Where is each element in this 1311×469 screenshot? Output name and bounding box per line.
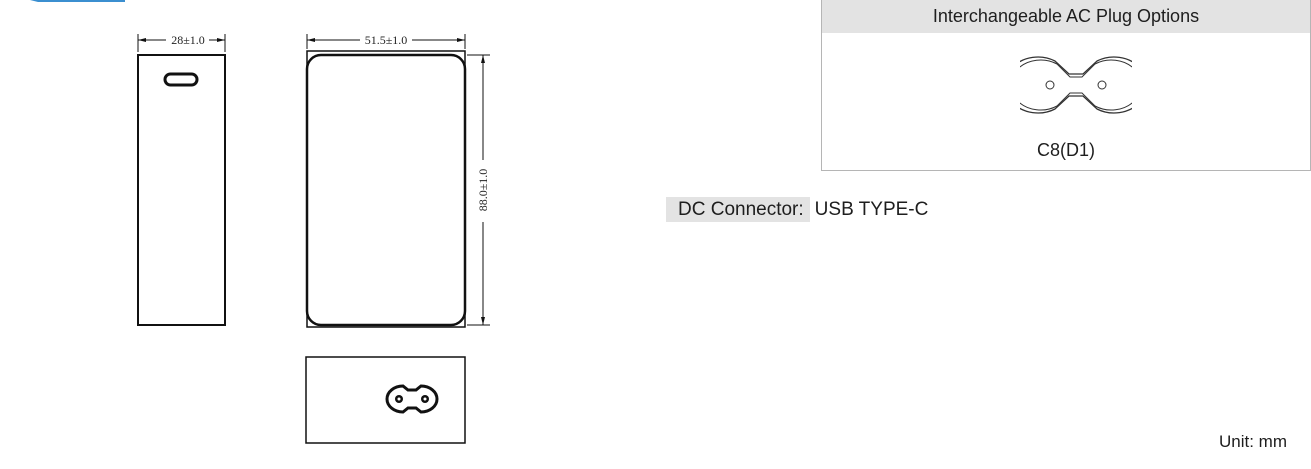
header-accent bbox=[30, 0, 125, 2]
front-width-dimension: 51.5±1.0 bbox=[365, 33, 408, 47]
front-view: 51.5±1.0 88.0±1.0 bbox=[305, 33, 490, 328]
plug-name-label: C8(D1) bbox=[1036, 140, 1095, 160]
dc-connector-value: USB TYPE-C bbox=[814, 198, 929, 220]
bottom-view bbox=[305, 356, 466, 444]
c8-inlet-icon bbox=[385, 384, 439, 414]
c8-plug-icon bbox=[1020, 56, 1132, 114]
dc-connector-label: DC Connector: bbox=[666, 197, 810, 222]
dc-connector-row: DC Connector: USB TYPE-C bbox=[666, 197, 928, 222]
side-view: 28±1.0 bbox=[137, 33, 226, 326]
unit-label: Unit: mm bbox=[1219, 432, 1287, 451]
plug-options-panel: Interchangeable AC Plug Options C8(D1) bbox=[821, 0, 1311, 171]
plug-options-title: Interchangeable AC Plug Options bbox=[822, 0, 1310, 33]
usb-c-port-icon bbox=[163, 72, 199, 87]
front-height-dimension: 88.0±1.0 bbox=[476, 169, 490, 212]
side-width-dimension: 28±1.0 bbox=[171, 33, 205, 47]
